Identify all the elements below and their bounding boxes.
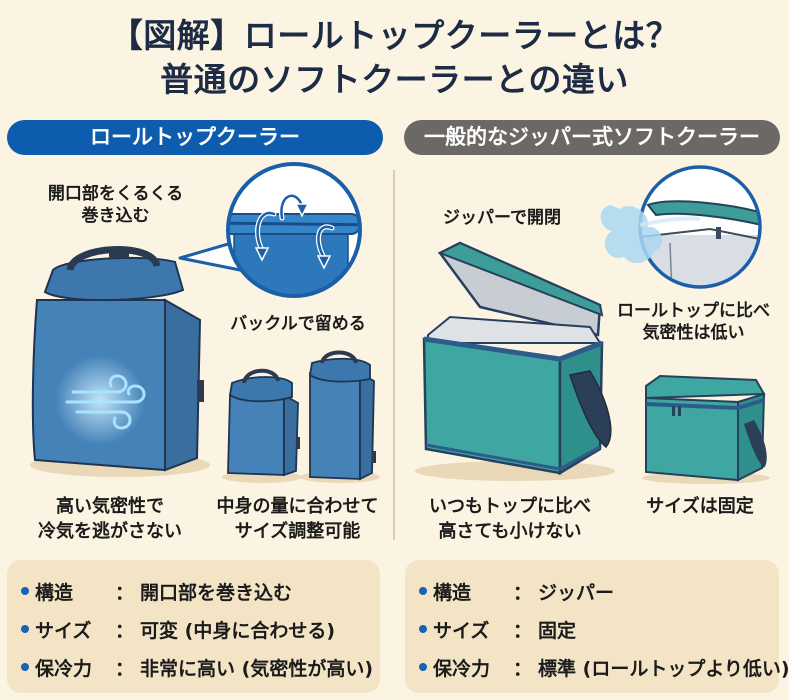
wind-icon xyxy=(65,374,146,430)
spec-key: 構造 xyxy=(433,581,472,604)
bullet-icon xyxy=(419,625,427,633)
caption-fixed-size: サイズは固定 xyxy=(646,496,754,517)
bullet-icon xyxy=(21,587,29,595)
callout-roll-opening: 開口部をくるくる 巻き込む xyxy=(28,183,203,227)
spec-row-size: サイズ ： 可変 (中身に合わせる) xyxy=(21,610,380,648)
title-line-1: 【図解】ロールトップクーラーとは？ xyxy=(109,16,680,55)
spec-row-size: サイズ ： 固定 xyxy=(419,610,779,648)
bullet-icon xyxy=(21,625,29,633)
spec-value: 非常に高い (気密性が高い) xyxy=(140,657,373,680)
callout-buckle: バックルで留める xyxy=(230,314,366,334)
callout-zipper: ジッパーで開閉 xyxy=(443,208,561,228)
bullet-icon xyxy=(419,663,427,671)
air-leak-icon xyxy=(600,205,663,264)
title-line-2: 普通のソフトクーラーとの違い xyxy=(160,60,629,99)
caption-size-adjust: 中身の量に合わせて サイズ調整可能 xyxy=(210,494,385,544)
zipper-magnifier xyxy=(600,165,762,289)
spec-value: 開口部を巻き込む xyxy=(140,581,293,604)
buckle-icon xyxy=(109,248,129,258)
spec-colon: ： xyxy=(513,619,533,642)
bullet-icon xyxy=(419,587,427,595)
spec-colon: ： xyxy=(115,619,135,642)
spec-row-insulation: 保冷力 ： 非常に高い (気密性が高い) xyxy=(21,648,380,686)
caption-adjust-line-2: サイズ調整可能 xyxy=(234,521,361,542)
caption-adjust-line-1: 中身の量に合わせて xyxy=(216,496,379,517)
zipper-section-header: 一般的なジッパー式ソフトクーラー xyxy=(404,120,780,155)
spec-key: サイズ xyxy=(35,619,92,642)
spec-colon: ： xyxy=(115,581,135,604)
spec-row-structure: 構造 ： 開口部を巻き込む xyxy=(21,572,380,610)
zipper-cooler-large xyxy=(415,241,615,481)
spec-value: ジッパー xyxy=(538,581,615,604)
section-divider xyxy=(393,170,395,540)
callout-leak-line-2: 気密性は低い xyxy=(642,323,745,343)
callout-airtight-low: ロールトップに比べ 気密性は低い xyxy=(606,300,781,344)
rolltop-magnifier xyxy=(178,162,362,298)
rolltop-bag-large xyxy=(30,246,210,477)
caption-airtight: 高い気密性で 冷気を逃がさない xyxy=(30,494,190,544)
callout-leak-line-1: ロールトップに比べ xyxy=(617,301,770,321)
callout-roll-line-1: 開口部をくるくる xyxy=(47,184,184,204)
spec-key: 構造 xyxy=(35,581,74,604)
caption-height-line-1: いつもトップに比べ xyxy=(429,496,591,517)
rolltop-spec-panel: 構造 ： 開口部を巻き込む サイズ ： 可変 (中身に合わせる) 保冷力 ： 非… xyxy=(7,560,380,693)
spec-value: 標準 (ロールトップより低い) xyxy=(538,657,789,680)
rolltop-bags-small xyxy=(222,350,380,483)
spec-value: 可変 (中身に合わせる) xyxy=(140,619,335,642)
callout-roll-line-2: 巻き込む xyxy=(81,206,150,226)
spec-key: 保冷力 xyxy=(433,657,491,680)
spec-colon: ： xyxy=(513,581,533,604)
spec-row-structure: 構造 ： ジッパー xyxy=(419,572,779,610)
zipper-spec-panel: 構造 ： ジッパー サイズ ： 固定 保冷力 ： 標準 (ロールトップより低い) xyxy=(405,560,789,693)
spec-value: 固定 xyxy=(538,619,577,642)
spec-colon: ： xyxy=(115,657,135,680)
caption-height: いつもトップに比べ 高さても小けない xyxy=(420,494,600,544)
bullet-icon xyxy=(21,663,29,671)
spec-key: サイズ xyxy=(433,619,490,642)
zipper-icon xyxy=(716,227,721,239)
spec-key: 保冷力 xyxy=(35,657,93,680)
caption-airtight-line-2: 冷気を逃がさない xyxy=(38,521,182,542)
rolltop-section-header: ロールトップクーラー xyxy=(7,120,383,155)
caption-airtight-line-1: 高い気密性で xyxy=(56,496,164,517)
page-title: 【図解】ロールトップクーラーとは？ 普通のソフトクーラーとの違い xyxy=(0,14,789,102)
zipper-cooler-small xyxy=(642,374,770,484)
spec-row-insulation: 保冷力 ： 標準 (ロールトップより低い) xyxy=(419,648,789,686)
spec-colon: ： xyxy=(513,657,533,680)
caption-height-line-2: 高さても小けない xyxy=(438,521,582,542)
